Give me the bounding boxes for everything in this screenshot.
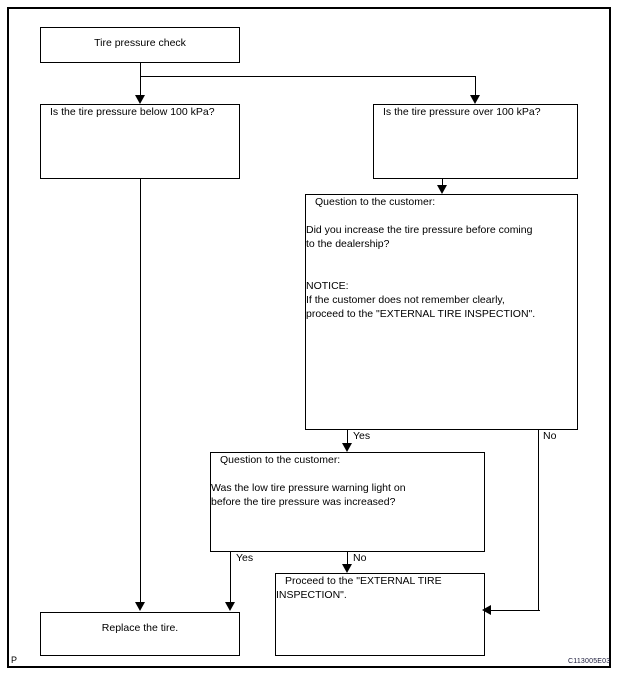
node-question-warning-light[interactable]: Question to the customer: Was the low ti… <box>210 452 485 552</box>
node-external-tire-inspection[interactable]: Proceed to the "EXTERNAL TIRE INSPECTION… <box>275 573 485 656</box>
node-question-increase-pressure[interactable]: Question to the customer: Did you increa… <box>305 194 578 430</box>
edge-question2-yes <box>230 552 231 605</box>
node-question-increase-pressure-label: Question to the customer: Did you increa… <box>306 196 536 320</box>
edge-to-below-100 <box>140 76 141 96</box>
page-corner-mark: P <box>11 655 18 665</box>
node-tire-pressure-check[interactable]: Tire pressure check <box>40 27 240 63</box>
figure-code: C113005E03 <box>568 658 611 665</box>
arrowhead-question1-yes-icon <box>342 443 352 452</box>
edge-label-question2-yes: Yes <box>236 552 254 564</box>
edge-label-question1-yes: Yes <box>353 430 371 442</box>
arrowhead-question1-no-icon <box>482 605 491 615</box>
edge-label-question1-no: No <box>543 430 557 442</box>
edge-question1-yes <box>347 430 348 445</box>
node-pressure-over-100[interactable]: Is the tire pressure over 100 kPa? <box>373 104 578 179</box>
edge-label-question2-no: No <box>353 552 367 564</box>
node-pressure-below-100-label: Is the tire pressure below 100 kPa? <box>50 106 215 118</box>
arrowhead-to-below-100-icon <box>135 95 145 104</box>
arrowhead-below100-to-replace-icon <box>135 602 145 611</box>
edge-start-stem <box>140 63 141 76</box>
arrowhead-question2-no-icon <box>342 564 352 573</box>
edge-question1-no-horizontal <box>489 610 540 611</box>
node-replace-tire[interactable]: Replace the tire. <box>40 612 240 656</box>
node-pressure-over-100-label: Is the tire pressure over 100 kPa? <box>383 106 541 118</box>
arrowhead-to-over-100-icon <box>470 95 480 104</box>
edge-over100-to-question1 <box>442 179 443 186</box>
edge-question1-no-vertical <box>538 430 539 611</box>
arrowhead-to-question1-icon <box>437 185 447 194</box>
node-external-tire-inspection-label: Proceed to the "EXTERNAL TIRE INSPECTION… <box>276 575 442 601</box>
node-pressure-below-100[interactable]: Is the tire pressure below 100 kPa? <box>40 104 240 179</box>
edge-to-over-100 <box>475 76 476 96</box>
node-replace-tire-label: Replace the tire. <box>101 622 179 634</box>
page-border <box>7 7 611 668</box>
node-tire-pressure-check-label: Tire pressure check <box>94 37 186 49</box>
node-question-warning-light-label: Question to the customer: Was the low ti… <box>211 454 406 508</box>
edge-question2-no <box>347 552 348 566</box>
edge-split-bus <box>140 76 476 77</box>
edge-below100-to-replace <box>140 179 141 605</box>
arrowhead-question2-yes-icon <box>225 602 235 611</box>
